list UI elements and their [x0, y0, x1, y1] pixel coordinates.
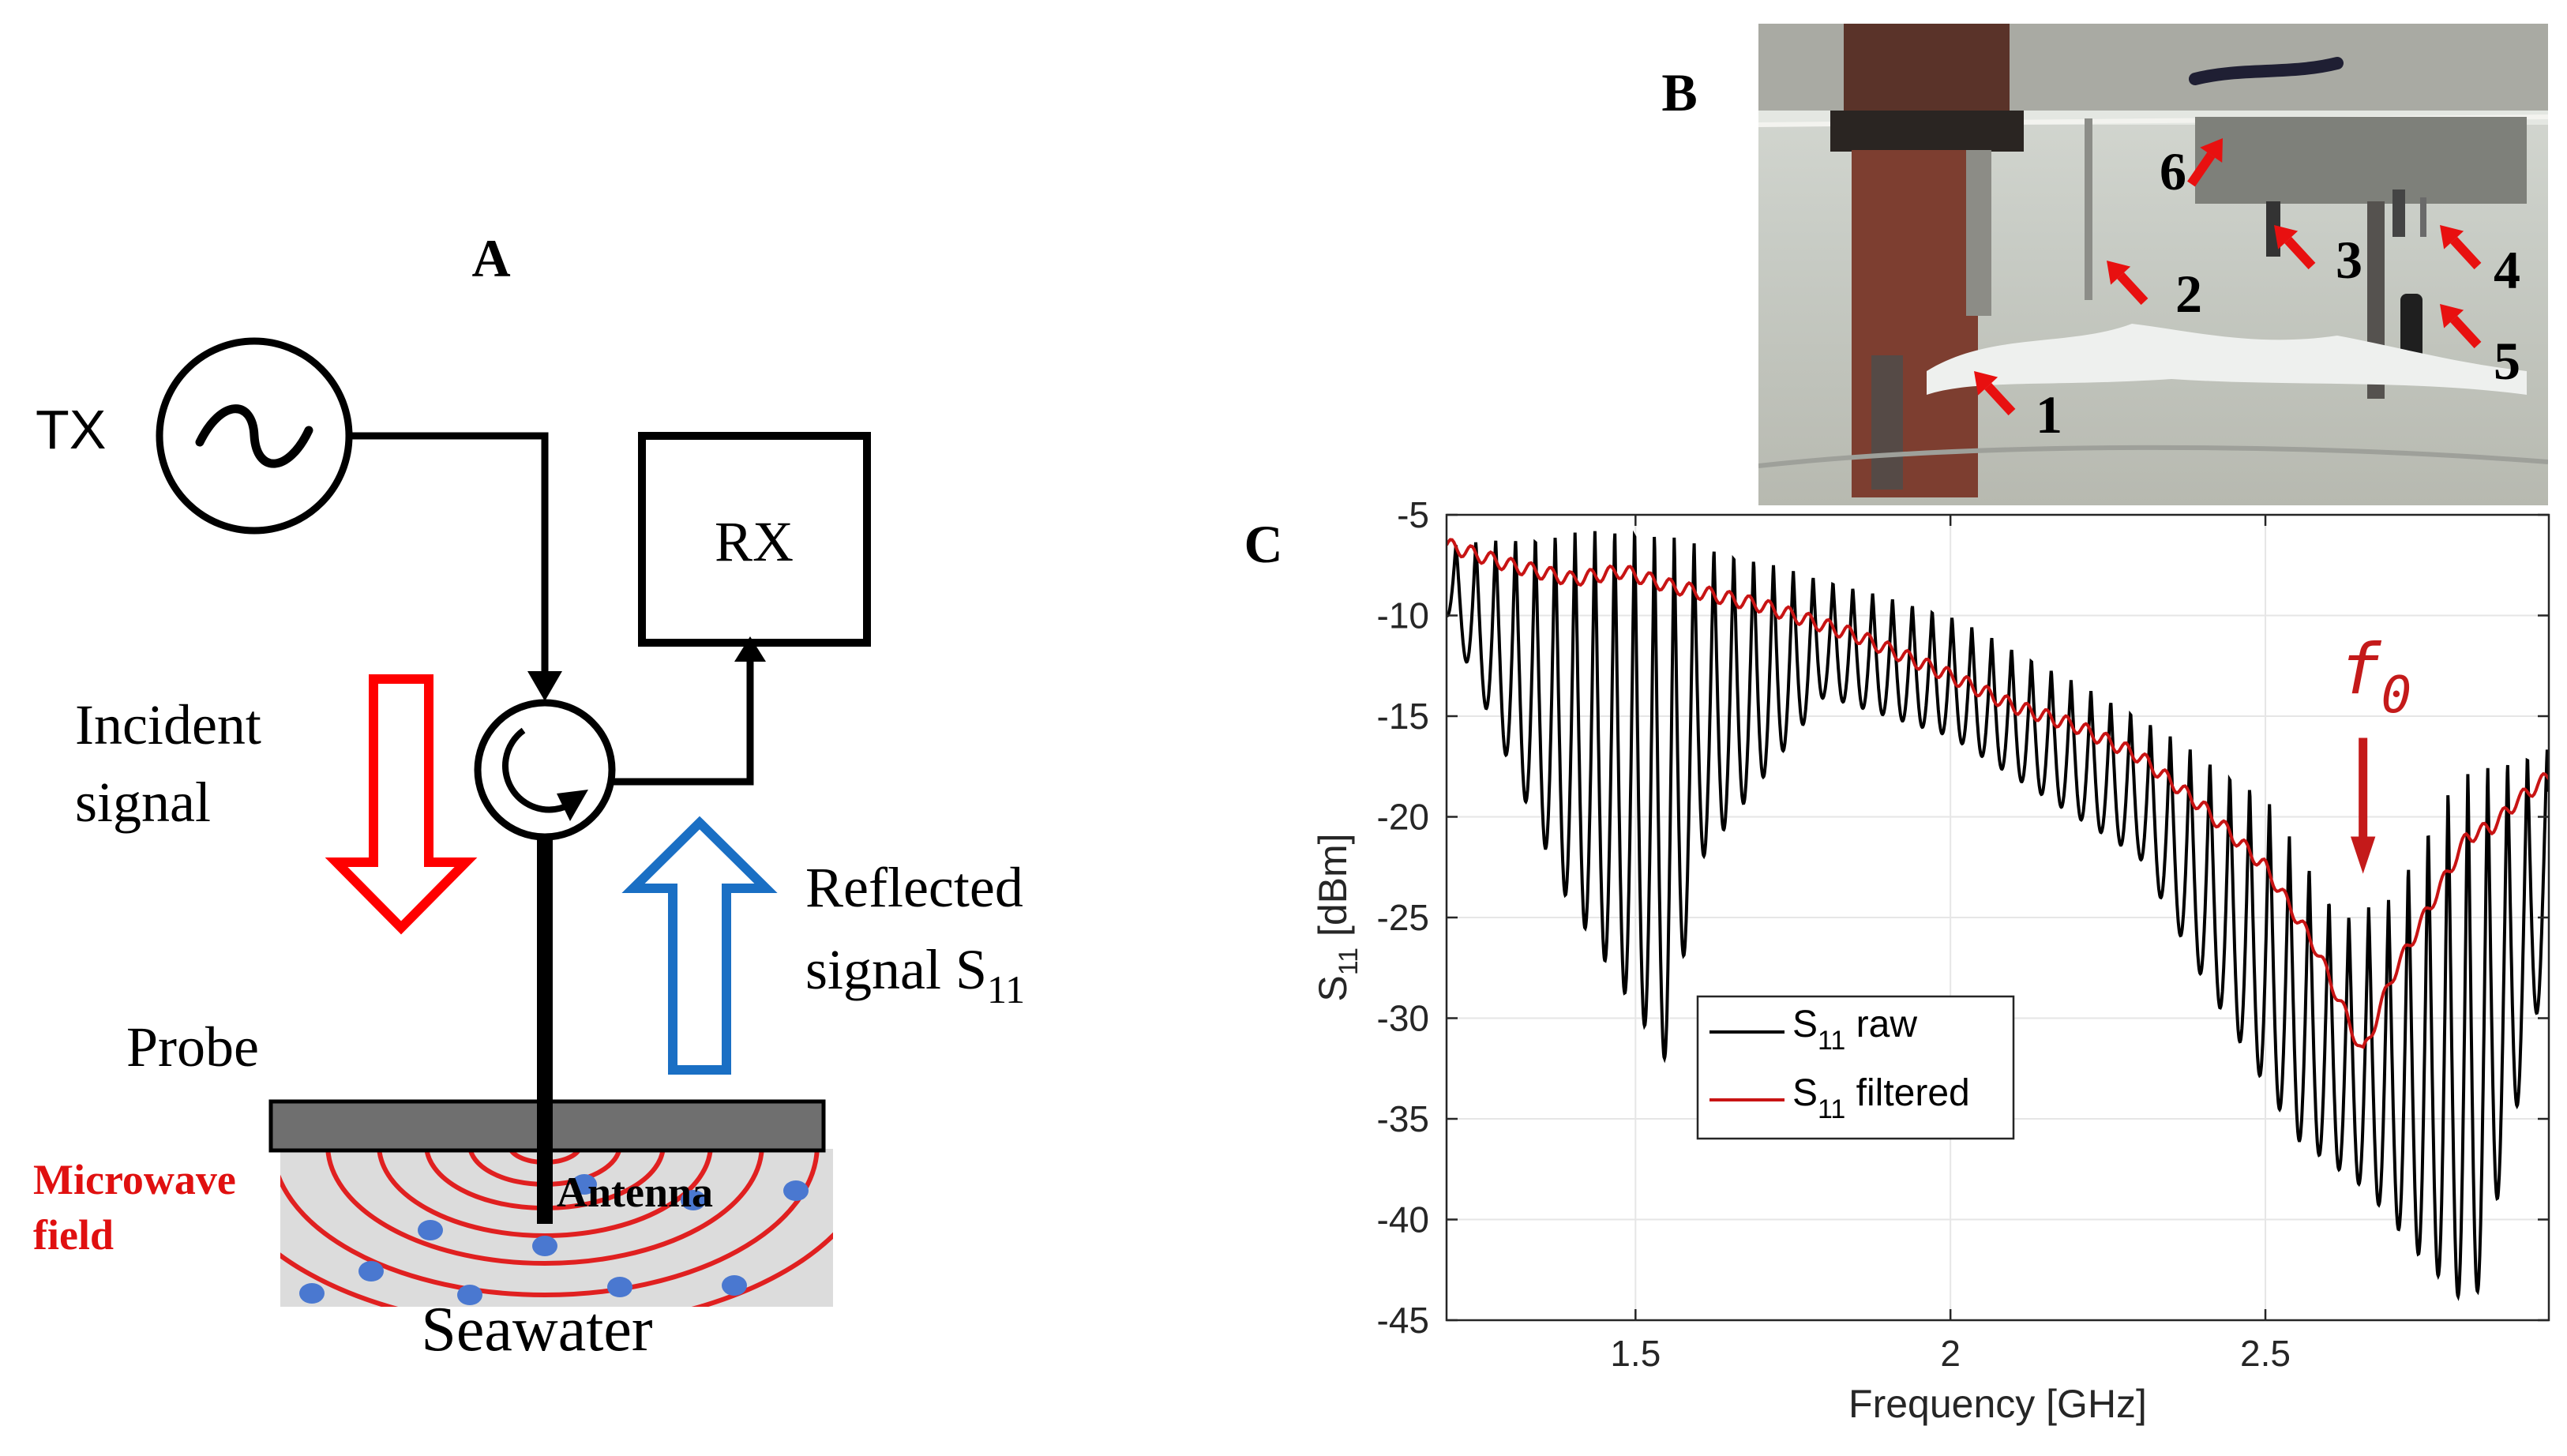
marker-number: 4 [2494, 240, 2520, 300]
y-tick-label: -45 [1377, 1300, 1429, 1341]
microwave-label-line2: field [33, 1211, 114, 1259]
f0-arrow [2350, 737, 2376, 874]
water-particle [681, 1190, 706, 1210]
marker-arrow-head [2440, 304, 2464, 328]
probe-body [1852, 150, 1978, 497]
water-particle [783, 1180, 809, 1201]
panel-a: A TX RX Incident signal Reflected signal… [33, 228, 1025, 1364]
water-particle [418, 1220, 443, 1240]
probe-slot [1871, 355, 1903, 490]
marker-arrow-shaft [2187, 152, 2216, 187]
legend-label-raw: S11 raw [1792, 1004, 1917, 1056]
tray-rim [1758, 445, 2548, 468]
marker-arrow-shaft [2450, 237, 2482, 270]
marker-arrow-head [2440, 225, 2464, 250]
y-tick-label: -5 [1397, 494, 1429, 535]
marker-number: 3 [2336, 230, 2362, 290]
field-ring [325, 1149, 764, 1266]
x-tick-label: 2 [1940, 1333, 1961, 1374]
incident-signal-arrow [325, 674, 478, 935]
y-tick-label: -35 [1377, 1098, 1429, 1139]
tx-source-icon [156, 337, 353, 535]
rx-input-arrowhead [734, 636, 766, 662]
legend: S11 raw S11 filtered [1696, 995, 2015, 1140]
marker-number: 6 [2160, 141, 2186, 201]
instrument-housing [2195, 117, 2527, 204]
field-ring [280, 1149, 820, 1297]
tx-feed-line [349, 432, 549, 677]
water-particle [572, 1174, 597, 1195]
x-tick-label: 1.5 [1610, 1333, 1661, 1374]
rx-label: RX [715, 510, 794, 573]
marker-arrow-head [2274, 225, 2299, 250]
incident-label-line1: Incident [75, 693, 261, 756]
photo-cable [2189, 57, 2344, 85]
marker-arrow-head [1974, 371, 1998, 396]
marker-arrow-head [2107, 261, 2131, 285]
probe-flange [1830, 111, 2024, 152]
s11-chart: 1.5 2 2.5 -5 -10 -15 -20 -25 -30 -35 -40 -45 Freque… [1311, 494, 2550, 1426]
f0-annotation: f0 [2340, 629, 2412, 874]
water-particle [722, 1275, 747, 1296]
x-axis-label: Frequency [GHz] [1848, 1382, 2147, 1426]
marker-number: 1 [2036, 385, 2062, 445]
circulator-icon [474, 699, 616, 841]
y-axis-label: S11 [dBm] [1311, 833, 1364, 1001]
x-tick-label: 2.5 [2240, 1333, 2291, 1374]
marker-arrow-shaft [2284, 237, 2316, 270]
series-s11-raw [1447, 530, 2549, 1301]
seawater-particles [299, 1174, 809, 1305]
panel-c-label: C [1244, 514, 1282, 574]
y-tick-label: -20 [1377, 797, 1429, 838]
y-tick-label: -30 [1377, 998, 1429, 1039]
photo-markers: 1 2 3 4 5 6 [1974, 138, 2520, 445]
microwave-label-line1: Microwave [33, 1156, 236, 1203]
panel-a-label: A [471, 228, 510, 288]
probe-head-top [1844, 24, 2010, 118]
foam [1927, 324, 2527, 395]
marker-arrow-head [2200, 138, 2223, 163]
legend-label-filtered: S11 filtered [1792, 1072, 1970, 1124]
water-particle [607, 1277, 632, 1297]
probe-rod [1966, 150, 1991, 316]
y-tick-label: -10 [1377, 595, 1429, 636]
tx-label: TX [36, 399, 106, 460]
panel-c: C 1.5 2 2.5 -5 -10 -15 -20 -25 -30 -35 -40 -45 Freq… [1244, 494, 2550, 1426]
instrument-pin-2 [2392, 190, 2405, 237]
probe-label: Probe [126, 1015, 259, 1079]
circulator-input-arrowhead [527, 671, 562, 701]
f0-label: f0 [2340, 629, 2412, 725]
probe-photo [1758, 24, 2548, 505]
seawater-label: Seawater [421, 1295, 652, 1364]
reflected-label-line2: signal S11 [805, 938, 1025, 1011]
water-particle [532, 1236, 557, 1256]
marker-arrow-shaft [2117, 272, 2149, 306]
wire-sensor [2085, 118, 2092, 300]
legend-box [1696, 995, 2015, 1140]
reflected-signal-arrow [621, 816, 778, 1075]
axis-ticks: 1.5 2 2.5 -5 -10 -15 -20 -25 -30 -35 -40 -45 [1377, 494, 2549, 1374]
rx-feed-line [612, 655, 754, 786]
marker-arrow-shaft [1984, 383, 2016, 416]
panel-b: B [1661, 24, 2548, 505]
marker-number: 5 [2494, 331, 2520, 391]
instrument-pin-1 [2266, 201, 2280, 257]
y-tick-label: -40 [1377, 1199, 1429, 1240]
panel-b-label: B [1661, 62, 1697, 122]
antenna-label: Antenna [557, 1169, 713, 1216]
water-particle [358, 1261, 384, 1282]
rx-box [638, 432, 871, 647]
marker-arrow-shaft [2450, 316, 2482, 349]
water-particle [299, 1283, 325, 1304]
reflected-label-line1: Reflected [805, 856, 1023, 919]
instrument-pin-3 [2420, 197, 2426, 237]
water-particle [457, 1285, 482, 1305]
marker-number: 2 [2175, 264, 2202, 324]
incident-label-line2: signal [75, 771, 211, 834]
series-s11-filtered [1447, 538, 2549, 1049]
y-tick-label: -15 [1377, 696, 1429, 737]
y-tick-label: -25 [1377, 897, 1429, 938]
